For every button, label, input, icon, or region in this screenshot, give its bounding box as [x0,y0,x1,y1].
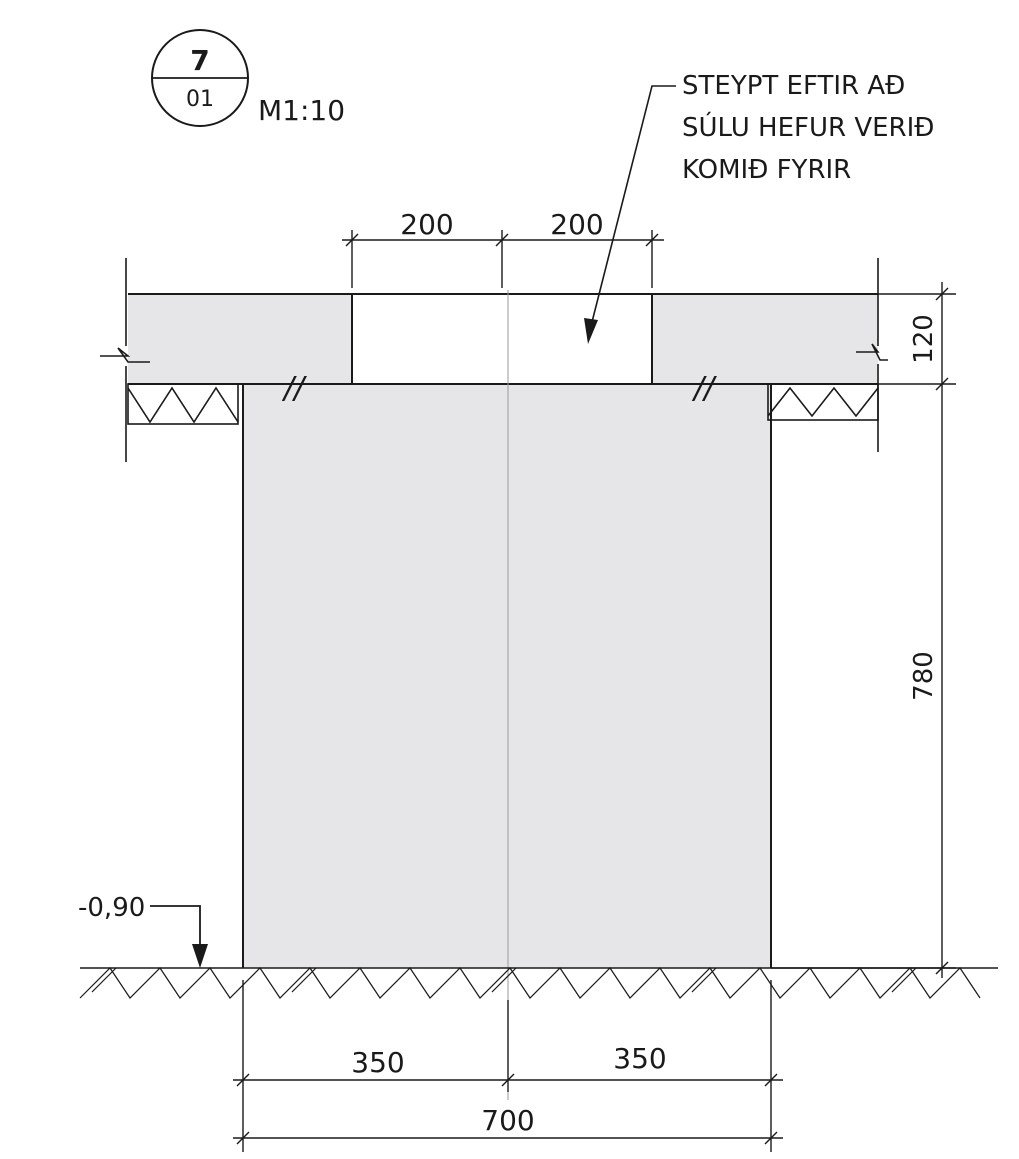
slab-outline [128,293,878,385]
insulation-right [767,383,879,421]
level-marker: -0,90 [78,893,208,968]
note-line-1: STEYPT EFTIR AÐ [682,71,905,101]
level-arrow-icon [192,944,208,968]
dim-top: 200 200 [342,208,664,288]
ground [79,967,998,999]
insulation-left [127,383,239,425]
break-marks: // // [281,371,717,406]
concrete-fills [128,294,878,968]
dim-slab-height: 120 [909,314,939,364]
note-line-3: KOMIÐ FYRIR [682,155,851,185]
dim-bottom-total: 700 [481,1104,534,1137]
dim-bottom: 350 350 700 [233,980,783,1152]
level-label: -0,90 [78,893,145,923]
scale-label: M1:10 [258,94,345,127]
slab-left [128,294,352,384]
detail-sheet: 01 [186,87,214,112]
dim-top-left: 200 [400,208,453,241]
footing-outline [242,384,772,968]
note-line-2: SÚLU HEFUR VERIÐ [682,111,934,143]
break-mark-left: // [281,371,307,406]
footing-body [243,384,771,968]
dim-top-right: 200 [550,208,603,241]
dim-footing-height: 780 [909,651,939,701]
break-mark-right: // [691,371,717,406]
dim-bottom-right: 350 [613,1042,666,1075]
note-block: STEYPT EFTIR AÐ SÚLU HEFUR VERIÐ KOMIÐ F… [584,71,934,344]
left-break-line [100,258,150,462]
detail-marker: 7 01 [151,29,249,127]
note-arrow-icon [584,318,598,344]
slab-right [652,294,878,384]
dim-right: 120 780 [771,282,956,978]
dim-bottom-left: 350 [351,1046,404,1079]
detail-number: 7 [190,44,209,77]
